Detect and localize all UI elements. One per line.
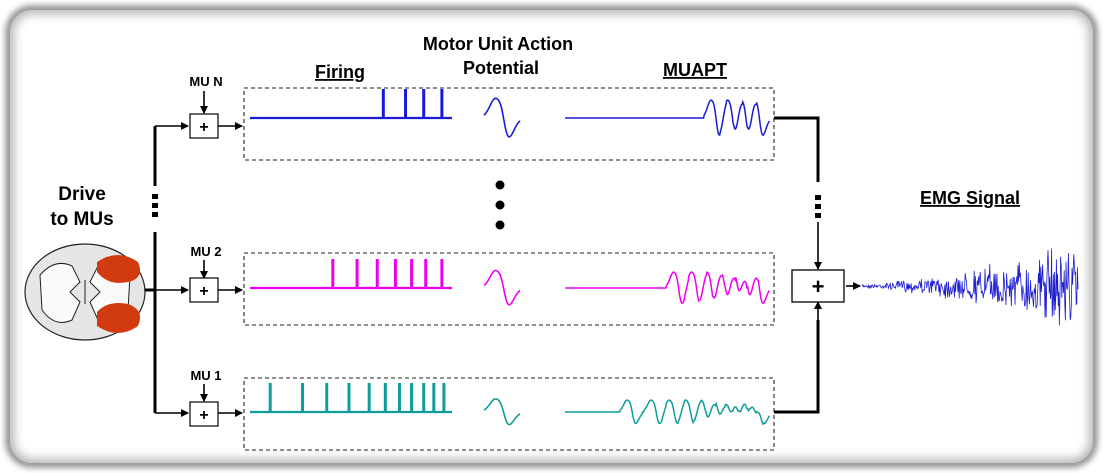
mu-2-label: MU 2 xyxy=(190,244,221,259)
svg-text:+: + xyxy=(812,274,825,299)
spinal-cord-icon xyxy=(24,243,146,341)
svg-text:+: + xyxy=(199,283,208,300)
mu-1-label: MU 1 xyxy=(190,368,221,383)
drive-label-line2: to MUs xyxy=(50,209,113,230)
output-ellipsis xyxy=(815,195,821,218)
mu-n-muap-shape xyxy=(483,97,521,138)
unit-ellipsis xyxy=(495,180,505,230)
sum-box-mu-n: + xyxy=(189,113,219,139)
muap-header-line1: Motor Unit Action xyxy=(423,34,573,54)
firing-header: Firing xyxy=(315,62,365,82)
muap-header-line2: Potential xyxy=(463,58,539,78)
sum-box-emg: + xyxy=(791,269,845,303)
panel-mu-1 xyxy=(243,377,775,451)
panel-mu-n xyxy=(243,87,775,161)
mu-1-muapt-trace xyxy=(565,399,771,426)
mu-1-muap-shape xyxy=(483,398,521,426)
emg-header: EMG Signal xyxy=(920,188,1020,208)
svg-text:+: + xyxy=(199,407,208,424)
mu-2-muap-shape xyxy=(483,269,521,306)
drive-ellipsis xyxy=(152,194,158,217)
motor-neuron-pool-bottom xyxy=(97,303,141,333)
drive-label-line1: Drive xyxy=(58,184,106,205)
emg-signal-trace xyxy=(861,248,1079,326)
mu-2-muapt-trace xyxy=(565,270,771,305)
mu-n-label: MU N xyxy=(189,74,222,89)
output-lines xyxy=(774,116,820,414)
muapt-header: MUAPT xyxy=(663,60,727,80)
drive-lines xyxy=(145,126,157,413)
motor-neuron-pool-top xyxy=(97,255,141,283)
mu-n-muapt-trace xyxy=(565,99,771,137)
sum-box-mu-2: + xyxy=(189,277,219,303)
sum-box-mu-1: + xyxy=(189,401,219,427)
svg-text:+: + xyxy=(199,119,208,136)
